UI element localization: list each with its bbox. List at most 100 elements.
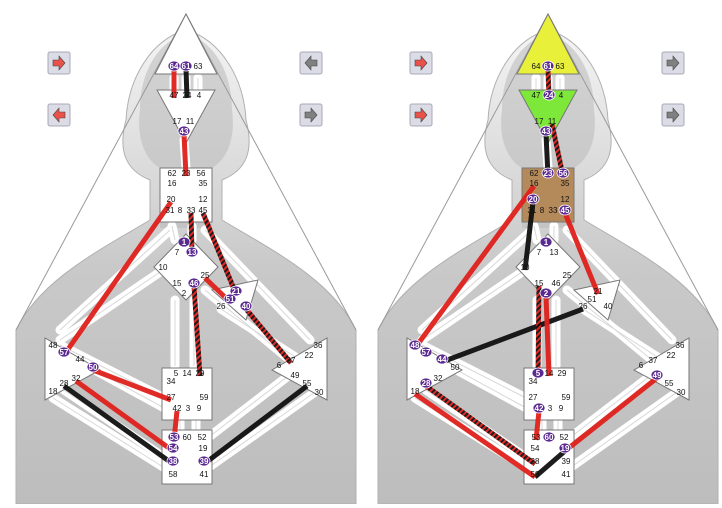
gate-56-label: 56: [197, 169, 206, 178]
gate-33-label: 33: [187, 206, 196, 215]
gate-1-active-marker: [177, 236, 191, 248]
gate-63-label: 63: [194, 62, 203, 71]
gate-18-label: 18: [49, 387, 58, 396]
gate-49-label: 49: [653, 371, 662, 380]
channel-21-45: [200, 212, 239, 295]
gate-17-label: 17: [173, 117, 182, 126]
gate-49-label: 49: [291, 371, 300, 380]
gate-24-label: 24: [183, 91, 192, 100]
gate-15-label: 15: [535, 279, 544, 288]
gate-61-active-marker: [541, 60, 555, 72]
gate-63-label: 63: [556, 62, 565, 71]
gate-30-label: 30: [677, 388, 686, 397]
gate-39-label: 39: [562, 457, 571, 466]
arrow-right-icon: [52, 55, 66, 71]
arrow-right-icon: [414, 55, 428, 71]
gate-35-label: 35: [561, 179, 570, 188]
gate-64-label: 64: [170, 62, 179, 71]
channel-40-37: [244, 307, 293, 365]
gate-28-active-marker: [419, 377, 433, 389]
gate-24-label: 24: [545, 91, 554, 100]
gate-62-label: 62: [168, 169, 177, 178]
gate-21-label: 21: [232, 287, 241, 296]
left-arrow-1-button[interactable]: [409, 51, 433, 75]
gate-58-label: 58: [531, 470, 540, 479]
gate-57-active-marker: [57, 346, 71, 358]
channel-61-24: [183, 68, 190, 99]
gate-20-label: 20: [167, 195, 176, 204]
gate-54-label: 54: [169, 444, 178, 453]
gate-19-active-marker: [558, 442, 572, 454]
gate-40-active-marker: [239, 300, 253, 312]
gate-53-label: 53: [532, 433, 541, 442]
gate-60-active-marker: [542, 431, 556, 443]
gate-49-active-marker: [650, 369, 664, 381]
gate-53-label: 53: [170, 433, 179, 442]
right-arrow-1-button[interactable]: [661, 51, 685, 75]
solar-center: [270, 337, 328, 401]
gate-45-active-marker: [558, 204, 572, 216]
solar-center: [632, 337, 690, 401]
gate-28-label: 28: [422, 379, 431, 388]
gate-18-label: 18: [411, 387, 420, 396]
channel-44-26: [441, 306, 584, 365]
channel-46-29: [191, 285, 203, 377]
channel-39-55: [202, 384, 309, 466]
gate-10-label: 10: [159, 263, 168, 272]
left-arrow-2-button[interactable]: [409, 103, 433, 127]
gate-9-label: 9: [197, 404, 202, 413]
gate-42-active-marker: [532, 402, 546, 414]
right-arrow-2-button[interactable]: [661, 103, 685, 127]
gate-22-label: 22: [667, 351, 676, 360]
channel-57-20: [61, 200, 174, 357]
right-arrow-1-button[interactable]: [299, 51, 323, 75]
gate-16-label: 16: [168, 179, 177, 188]
gate-9-label: 9: [559, 404, 564, 413]
gate-25-label: 25: [563, 271, 572, 280]
gate-27-label: 27: [529, 393, 538, 402]
gate-43-label: 43: [180, 127, 189, 136]
channel-28-38: [424, 383, 537, 467]
gate-23-label: 23: [182, 169, 191, 178]
gate-54-label: 54: [531, 444, 540, 453]
gate-31-label: 31: [528, 206, 537, 215]
left-arrow-2-button[interactable]: [47, 103, 71, 127]
gate-44-active-marker: [435, 353, 449, 365]
gate-14-label: 14: [545, 369, 554, 378]
right-arrow-2-button[interactable]: [299, 103, 323, 127]
gate-20-label: 20: [529, 195, 538, 204]
gate-7-label: 7: [537, 248, 542, 257]
gate-56-active-marker: [556, 167, 570, 179]
gate-27-label: 27: [167, 393, 176, 402]
channel-45-21: [562, 212, 601, 295]
gate-12-label: 12: [199, 195, 208, 204]
gate-40-label: 40: [242, 302, 251, 311]
gate-46-active-marker: [187, 277, 201, 289]
gate-11-label: 11: [548, 117, 557, 126]
gate-19-label: 19: [561, 444, 570, 453]
channel-43-23: [181, 133, 189, 177]
gate-52-label: 52: [560, 433, 569, 442]
arrow-left-icon: [52, 107, 66, 123]
gate-22-label: 22: [305, 351, 314, 360]
gate-47-label: 47: [170, 91, 179, 100]
gate-57-label: 57: [60, 348, 69, 357]
left-arrow-1-button[interactable]: [47, 51, 71, 75]
channel-54-32: [74, 378, 175, 454]
sacral-center: [161, 367, 213, 421]
gate-46-label: 46: [190, 279, 199, 288]
gate-35-label: 35: [199, 179, 208, 188]
gate-55-label: 55: [303, 379, 312, 388]
gate-29-label: 29: [558, 369, 567, 378]
gate-21-label: 21: [594, 287, 603, 296]
arrow-right-icon: [304, 107, 318, 123]
gate-48-active-marker: [408, 339, 422, 351]
gate-33-label: 33: [549, 206, 558, 215]
gate-16-label: 16: [530, 179, 539, 188]
gate-40-label: 40: [604, 302, 613, 311]
gate-7-label: 7: [175, 248, 180, 257]
gate-26-label: 26: [217, 302, 226, 311]
gate-28-label: 28: [60, 379, 69, 388]
